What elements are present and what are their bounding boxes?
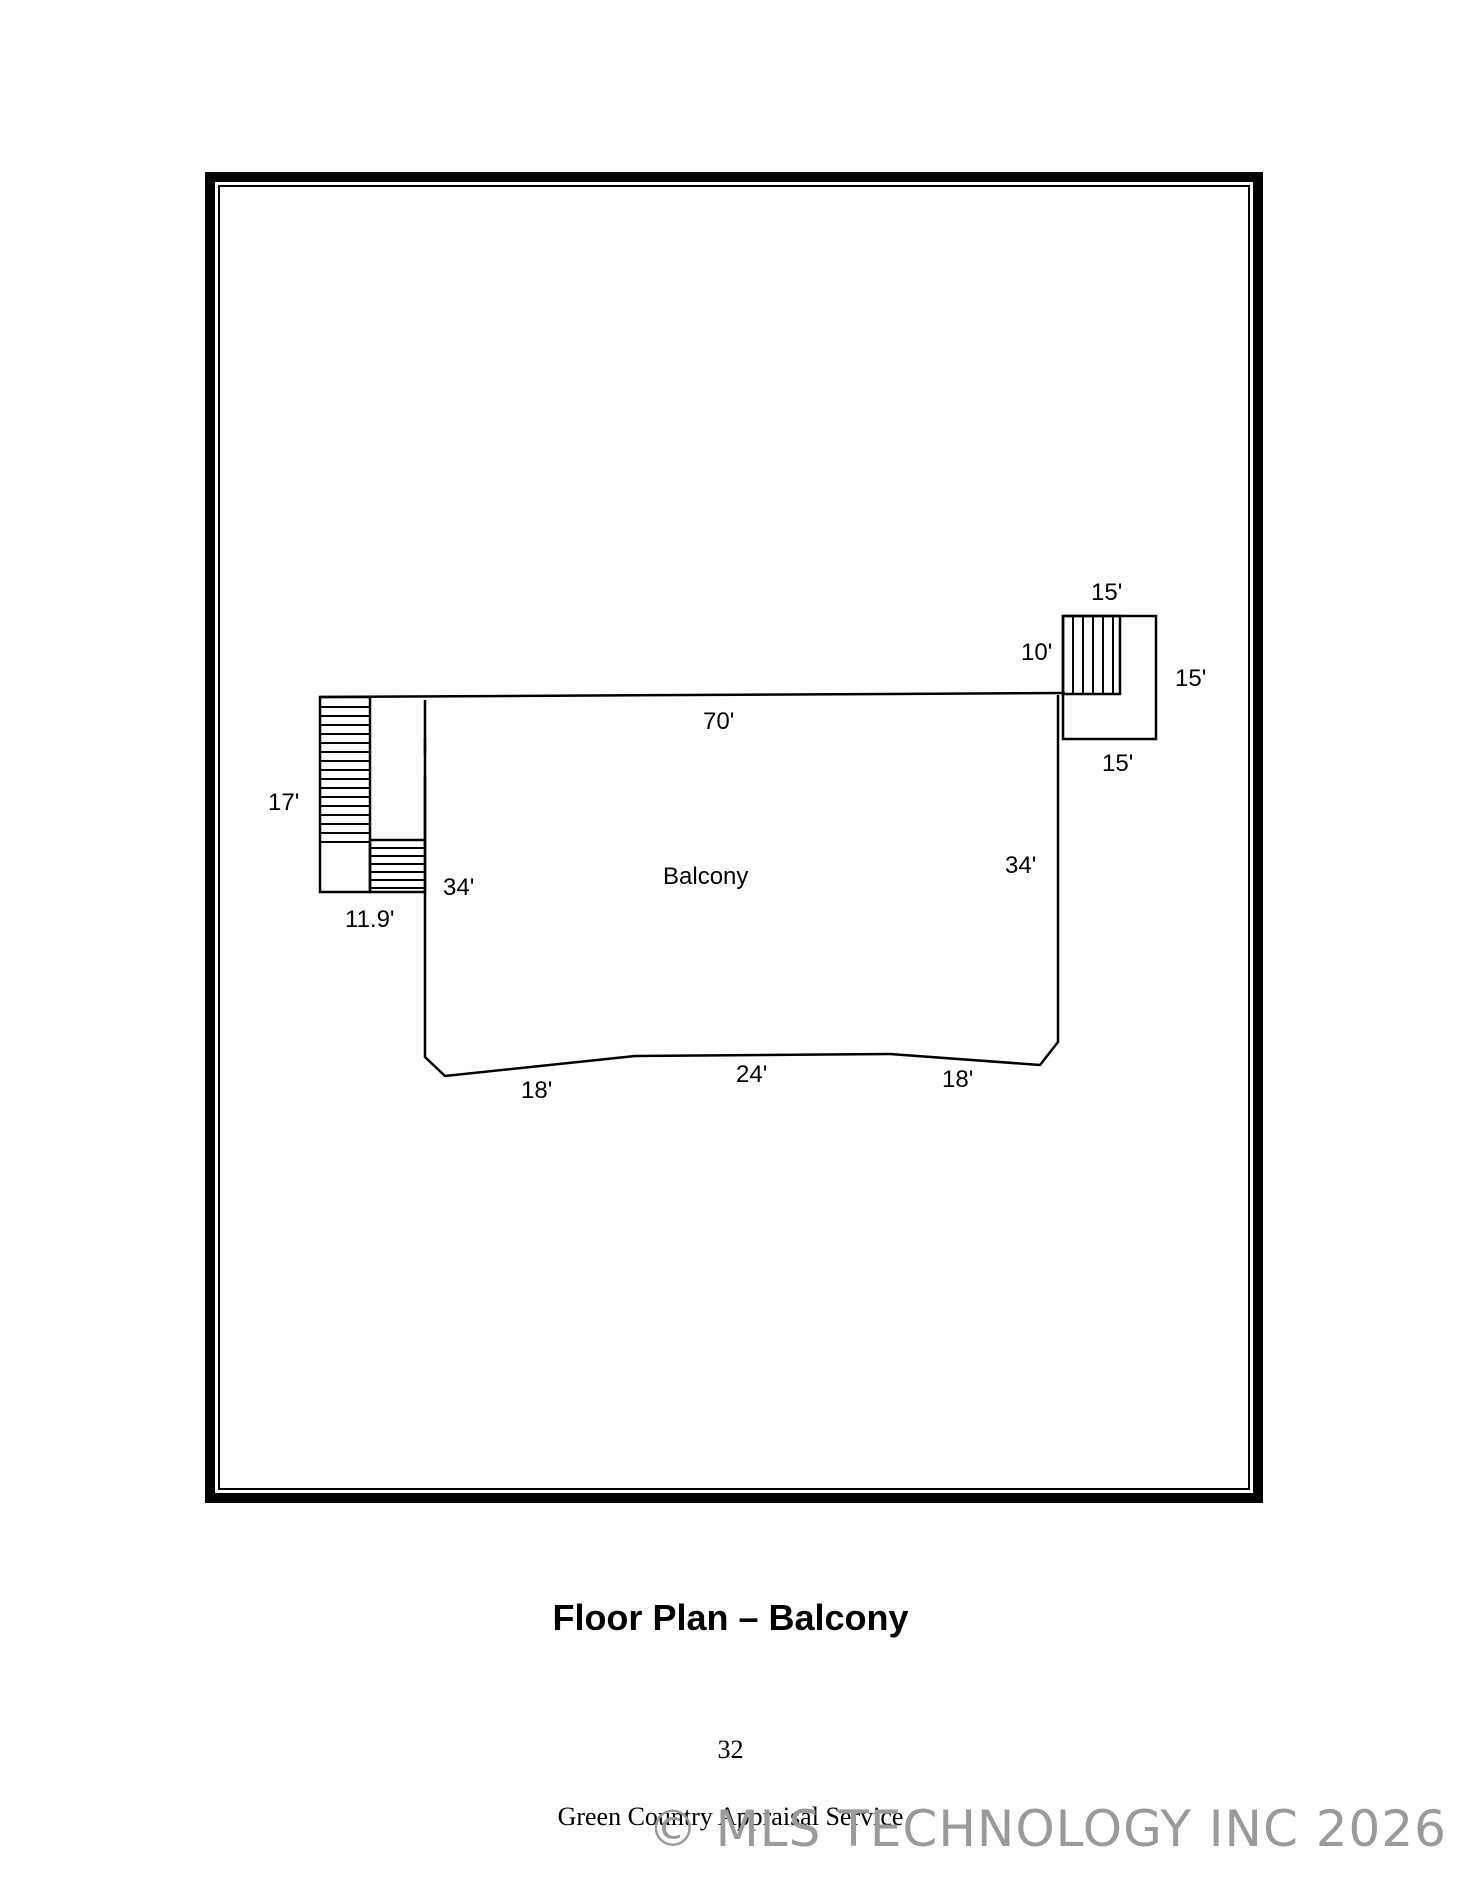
balcony-top-wall (319, 691, 1066, 699)
dim-left-stair-width: 11.9' (345, 906, 395, 933)
landing-stair-treads (370, 847, 425, 889)
page-caption: Floor Plan – Balcony (552, 1597, 909, 1638)
dim-right-side: 34' (1005, 852, 1036, 879)
dim-right-stair-height: 10' (1021, 639, 1052, 666)
left-stair-outline (318, 695, 372, 894)
floor-plan-frame (205, 172, 1263, 1503)
dim-left-stair-height: 17' (268, 789, 299, 816)
right-stair-block (1061, 614, 1122, 696)
dim-bottom-right: 18' (942, 1066, 973, 1093)
dim-right-stair-top: 15' (1091, 579, 1122, 606)
frame-inner-border (218, 185, 1250, 1490)
dim-right-landing-bottom: 15' (1102, 750, 1133, 777)
right-stair-treads (1072, 616, 1114, 694)
room-label: Balcony (663, 863, 748, 890)
dim-bottom-left: 18' (521, 1077, 552, 1104)
company-name: Green Country Appraisal Service (557, 1802, 904, 1831)
dim-top: 70' (703, 708, 734, 735)
dim-left-side: 34' (443, 874, 474, 901)
balcony-outline (423, 695, 1060, 1078)
left-stair-landing (368, 838, 427, 894)
dim-right-stair-side: 15' (1175, 665, 1206, 692)
copyright-watermark: © MLS TECHNOLOGY INC 2026 (647, 1800, 1447, 1858)
page-number: 32 (717, 1735, 744, 1764)
right-stair-outline (1061, 614, 1158, 741)
dim-bottom-center: 24' (736, 1061, 767, 1088)
left-stair-treads (320, 706, 370, 843)
